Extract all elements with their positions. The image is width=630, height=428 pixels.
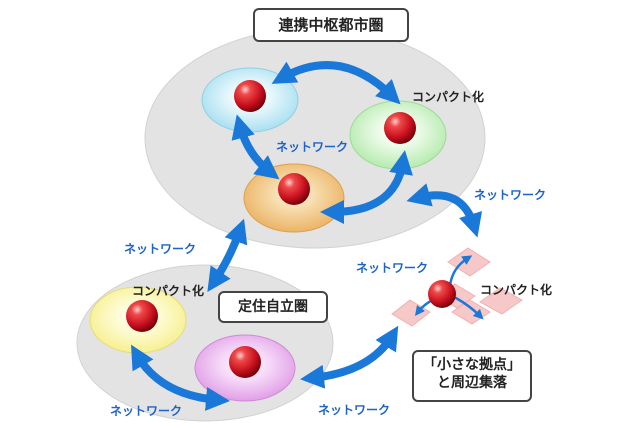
network-arrow-blue-orange xyxy=(231,114,280,180)
network-label-hub: ネットワーク xyxy=(356,261,429,275)
network-label-yellow-violet: ネットワーク xyxy=(110,404,183,418)
small-hub-title-line1: 「小さな拠点」 xyxy=(423,357,521,373)
network-arrow-yellow-violet xyxy=(131,344,230,411)
node-sphere-hub xyxy=(428,280,456,308)
network-arrow-violet-hub xyxy=(300,325,399,389)
node-sphere-yellow xyxy=(126,300,158,332)
network-label-violet-hub: ネットワーク xyxy=(318,403,391,417)
node-sphere-violet xyxy=(229,346,261,378)
compact-label-settlement: コンパクト化 xyxy=(132,284,205,298)
network-arrow-metro-settlement xyxy=(207,218,248,292)
network-label-metro-settlement: ネットワーク xyxy=(124,242,197,256)
network-arrow-blue-green xyxy=(271,61,401,105)
node-sphere-orange xyxy=(278,173,310,205)
compact-label-hub: コンパクト化 xyxy=(480,283,553,297)
node-sphere-green xyxy=(384,112,416,144)
settlement-title: 定住自立圏 xyxy=(238,299,308,315)
network-arrow-orange-green xyxy=(320,150,413,224)
compact-label-metro: コンパクト化 xyxy=(412,90,485,104)
network-arrow-metro-hub xyxy=(406,183,483,238)
hub-spoke-right xyxy=(454,296,484,320)
metro-title-box: 連携中枢都市圏 xyxy=(253,8,409,42)
small-hub-title-line2: と周辺集落 xyxy=(437,375,507,391)
metro-title: 連携中枢都市圏 xyxy=(278,16,384,34)
node-sphere-blue xyxy=(234,80,266,112)
network-label-metro-hub: ネットワーク xyxy=(474,188,547,202)
network-label-center: ネットワーク xyxy=(276,140,349,154)
small-hub-title-box: 「小さな拠点」 と周辺集落 xyxy=(412,350,532,402)
settlement-title-box: 定住自立圏 xyxy=(218,291,328,323)
